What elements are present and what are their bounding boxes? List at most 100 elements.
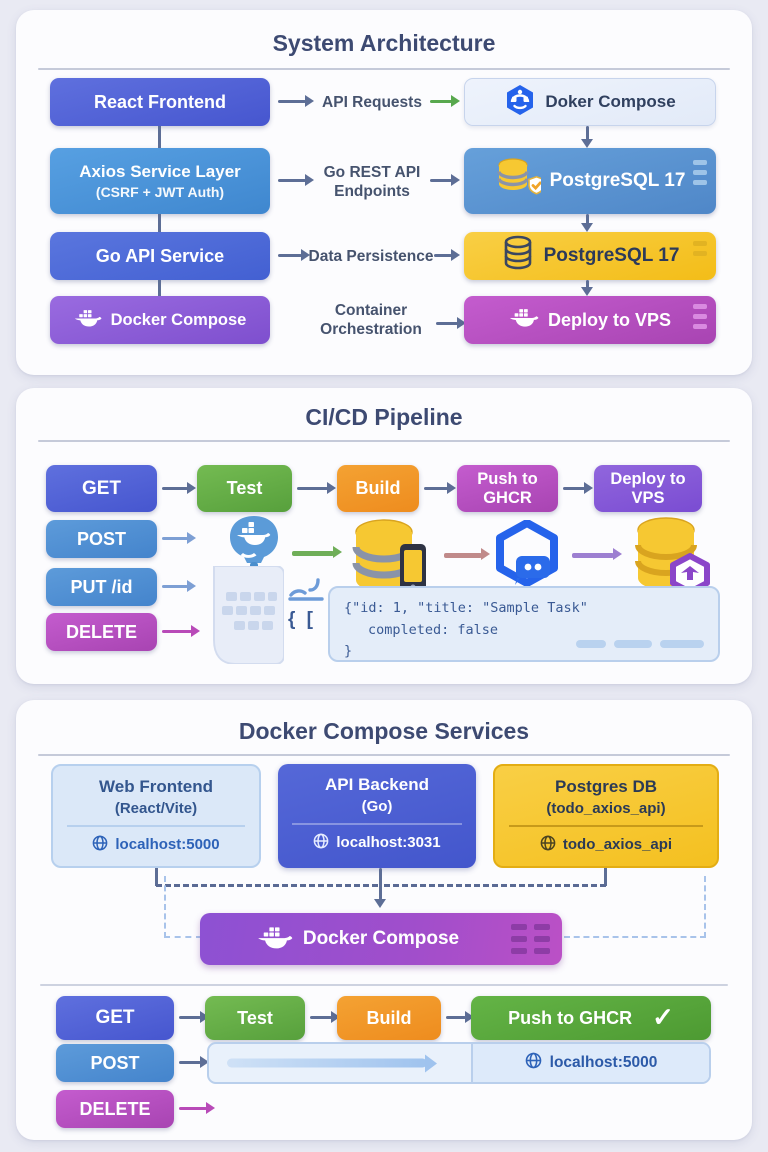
panel-title: System Architecture: [272, 30, 496, 56]
edge-label: Container Orchestration: [308, 301, 434, 340]
request-bar-panel: localhost:5000: [207, 1042, 711, 1084]
progress-arrow: [227, 1054, 437, 1072]
arrow-right-icon: [434, 249, 460, 261]
node-axios-service-layer: Axios Service Layer (CSRF + JWT Auth): [50, 148, 270, 214]
arrow-right-icon: [278, 95, 314, 107]
globe-icon: [313, 833, 329, 853]
node-label: Doker Compose: [545, 92, 676, 112]
arrow-right-icon: [278, 249, 310, 261]
code-line: {"id: 1, "title: "Sample Task": [344, 600, 588, 616]
divider: [40, 984, 728, 986]
brace-glyph: { [: [288, 609, 316, 630]
stage-label: Test: [237, 1007, 273, 1028]
stage-get: GET: [46, 465, 157, 512]
decor-dashes: [693, 241, 707, 256]
database-phone-icon: [346, 516, 436, 605]
node-label: Docker Compose: [110, 310, 247, 329]
stage-deploy-vps: Deploy to VPS: [594, 465, 702, 512]
database-outline-icon: [501, 235, 535, 277]
connector: [158, 214, 161, 232]
arrow-right-icon: [179, 1102, 215, 1114]
database-badge-icon: [628, 514, 714, 605]
stage-label: Build: [355, 478, 401, 499]
dashed-connector-light: [164, 936, 202, 938]
progress-lane: [209, 1044, 473, 1082]
connector: [158, 126, 161, 148]
arrow-down-icon: [581, 126, 593, 148]
method-label: DELETE: [65, 621, 137, 642]
service-host: localhost:5000: [53, 835, 259, 855]
node-label: PostgreSQL 17: [549, 170, 686, 192]
divider: [509, 825, 703, 827]
arrow-right-icon: [424, 482, 456, 494]
bottom-delete: DELETE: [56, 1090, 174, 1128]
service-host-text: localhost:3031: [336, 834, 441, 851]
bottom-build: Build: [337, 996, 441, 1040]
dashed-connector-light: [164, 876, 166, 938]
service-card-postgres-db: Postgres DB (todo_axios_api) todo_axios_…: [493, 764, 719, 868]
docker-whale-icon: [74, 308, 102, 333]
stage-build: Build: [337, 465, 419, 512]
host-text: localhost:5000: [549, 1054, 658, 1071]
stage-push-ghcr: Push to GHCR: [457, 465, 558, 512]
service-title: API Backend: [325, 775, 429, 794]
service-host-text: localhost:5000: [115, 836, 220, 853]
stage-label: Push to GHCR: [508, 1007, 633, 1028]
docker-compose-banner: Docker Compose: [200, 913, 562, 965]
node-label: PostgreSQL 17: [543, 245, 680, 267]
node-postgresql-blue: PostgreSQL 17: [464, 148, 716, 214]
edge-label: Data Persistence: [308, 248, 434, 265]
arrow-right-icon: [162, 482, 196, 494]
divider: [38, 68, 730, 70]
decor-dashes: [693, 160, 707, 185]
keypad-icon: [206, 565, 285, 669]
connector: [155, 868, 158, 886]
arrow-right-icon: [162, 625, 200, 637]
code-line: completed: false: [368, 621, 499, 638]
arrow-right-icon: [446, 1011, 474, 1023]
panel-title: Docker Compose Services: [238, 718, 530, 744]
arrow-right-icon: [162, 532, 196, 544]
service-card-web-frontend: Web Frontend (React/Vite) localhost:5000: [51, 764, 261, 868]
node-postgresql-yellow: PostgreSQL 17: [464, 232, 716, 280]
system-architecture-panel: System Architecture React Frontend Axios…: [16, 10, 752, 375]
arrow-right-icon: [430, 174, 460, 186]
arrow-right-icon: [179, 1011, 209, 1023]
node-react-frontend: React Frontend: [50, 78, 270, 126]
panel-title: CI/CD Pipeline: [305, 404, 463, 430]
decor-pills: [576, 640, 704, 648]
connector: [158, 280, 161, 296]
method-post: POST: [46, 520, 157, 558]
bottom-push-ghcr: Push to GHCR ✓: [471, 996, 711, 1040]
go-mascot-icon: [504, 84, 536, 121]
node-docker-compose: Docker Compose: [50, 296, 270, 344]
method-label: PUT /id: [70, 576, 133, 597]
edge-label: Go REST API Endpoints: [312, 163, 432, 202]
node-label: Deploy to VPS: [547, 309, 672, 330]
arrow-right-icon: [310, 1011, 340, 1023]
edge-label-line: Endpoints: [334, 183, 410, 201]
arrow-down-icon: [581, 214, 593, 232]
node-label: React Frontend: [93, 91, 226, 112]
check-icon: ✓: [652, 1002, 674, 1033]
code-line: }: [344, 643, 353, 660]
stage-label: Deploy to VPS: [610, 469, 686, 507]
method-label: DELETE: [79, 1098, 151, 1119]
divider: [292, 823, 462, 825]
method-put: PUT /id: [46, 568, 157, 606]
arrow-right-icon: [297, 482, 336, 494]
code-block: {"id: 1, "title: "Sample Task" completed…: [328, 586, 720, 662]
docker-compose-services-panel: Docker Compose Services Web Frontend (Re…: [16, 700, 752, 1140]
host-cell: localhost:5000: [473, 1044, 709, 1082]
node-sublabel: (CSRF + JWT Auth): [95, 183, 225, 200]
arrow-right-icon: [179, 1056, 209, 1068]
edge-label-line: Orchestration: [320, 321, 422, 339]
method-delete: DELETE: [46, 613, 157, 651]
service-card-api-backend: API Backend (Go) localhost:3031: [278, 764, 476, 868]
bottom-test: Test: [205, 996, 305, 1040]
script-glyph-icon: [288, 576, 324, 607]
edge-label: API Requests: [322, 94, 422, 111]
service-title: Web Frontend: [99, 777, 213, 796]
arrow-right-purple-icon: [572, 548, 622, 560]
method-label: POST: [90, 1052, 140, 1073]
